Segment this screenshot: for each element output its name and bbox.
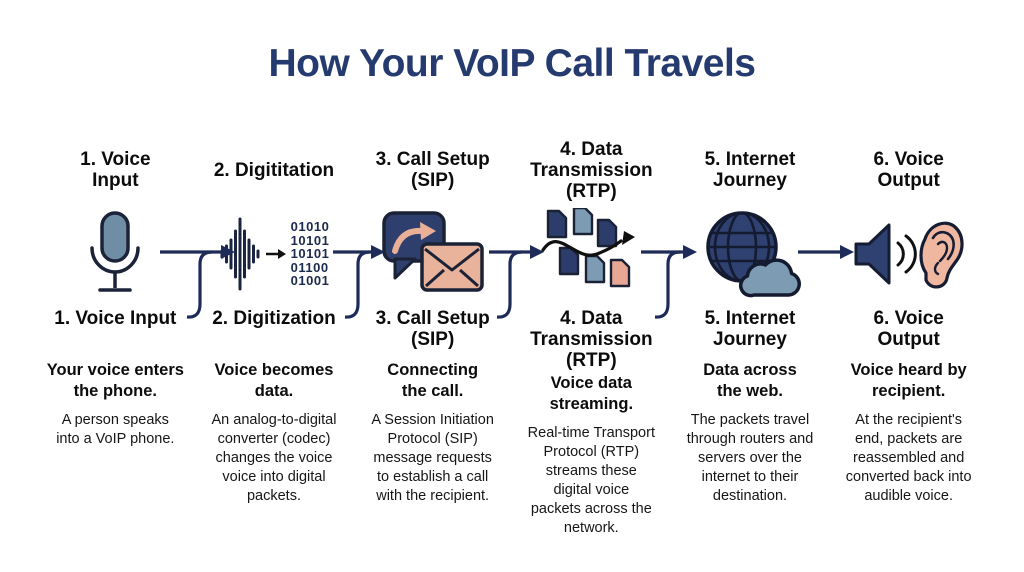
step-2-bottom-label: 2. Digitization: [212, 308, 336, 329]
waveform-icon: [220, 217, 260, 291]
step-4-icon-box: [541, 206, 641, 302]
step-3-top-label: 3. Call Setup (SIP): [375, 149, 490, 191]
step-voice-output: 6. Voice Output 6. Voice Output Voice he…: [831, 134, 986, 538]
step-3-subtitle: Connecting the call.: [387, 361, 479, 400]
step-1-subtitle: Your voice enters the phone.: [46, 361, 184, 400]
step-5-icon-box: [697, 206, 803, 302]
speaker-ear-icon: [854, 221, 964, 289]
step-6-bottom-label: 6. Voice Output: [873, 308, 944, 350]
step-1-bottom-label: 1. Voice Input: [54, 308, 177, 329]
step-2-subtitle: Voice becomes data.: [214, 361, 334, 400]
step-digitization: 2. Digititation 01010 1010: [197, 134, 352, 538]
step-5-subtitle: Data across the web.: [703, 361, 797, 400]
step-4-bottom-label: 4. Data Transmission (RTP): [530, 308, 653, 371]
page-title: How Your VoIP Call Travels: [268, 42, 756, 85]
step-call-setup: 3. Call Setup (SIP) 3. Call Setup (SIP) …: [355, 134, 510, 538]
chat-envelope-icon: [381, 211, 484, 292]
step-3-description: A Session Initiation Protocol (SIP) mess…: [371, 412, 494, 504]
step-6-description: At the recipient's end, packets are reas…: [845, 412, 972, 504]
step-6-icon-box: [853, 206, 965, 302]
step-data-transmission: 4. Data Transmission (RTP) 4. Data Trans…: [514, 134, 669, 538]
step-2-description: An analog-to-digital converter (codec) c…: [211, 412, 337, 504]
step-1-top-label: 1. Voice Input: [80, 149, 151, 191]
microphone-icon: [90, 211, 141, 292]
small-right-arrow-icon: [265, 249, 286, 259]
binary-digits: 01010 10101 10101 01100 01001: [290, 219, 330, 289]
step-4-description: Real-time Transport Protocol (RTP) strea…: [527, 425, 655, 536]
step-1-description: A person speaks into a VoIP phone.: [56, 412, 175, 447]
step-4-subtitle: Voice data streaming.: [549, 374, 634, 413]
step-2-icon-box: 01010 10101 10101 01100 01001: [219, 206, 330, 302]
step-5-description: The packets travel through routers and s…: [686, 412, 814, 504]
step-5-bottom-label: 5. Internet Journey: [704, 308, 796, 350]
steps-grid: 1. Voice Input 1. Voice Input Your voice…: [38, 134, 986, 538]
globe-cloud-icon: [706, 211, 801, 298]
step-6-subtitle: Voice heard by recipient.: [850, 361, 967, 400]
step-1-icon-box: [83, 206, 147, 302]
step-5-top-label: 5. Internet Journey: [704, 149, 796, 191]
packets-icon: [541, 208, 636, 288]
step-2-top-label: 2. Digititation: [213, 159, 335, 181]
step-voice-input: 1. Voice Input 1. Voice Input Your voice…: [38, 134, 193, 538]
step-3-icon-box: [381, 206, 485, 302]
step-internet-journey: 5. Internet Journey 5. Internet Journey …: [673, 134, 828, 538]
step-4-top-label: 4. Data Transmission (RTP): [530, 138, 653, 202]
step-6-top-label: 6. Voice Output: [873, 149, 944, 191]
step-3-bottom-label: 3. Call Setup (SIP): [375, 308, 490, 350]
